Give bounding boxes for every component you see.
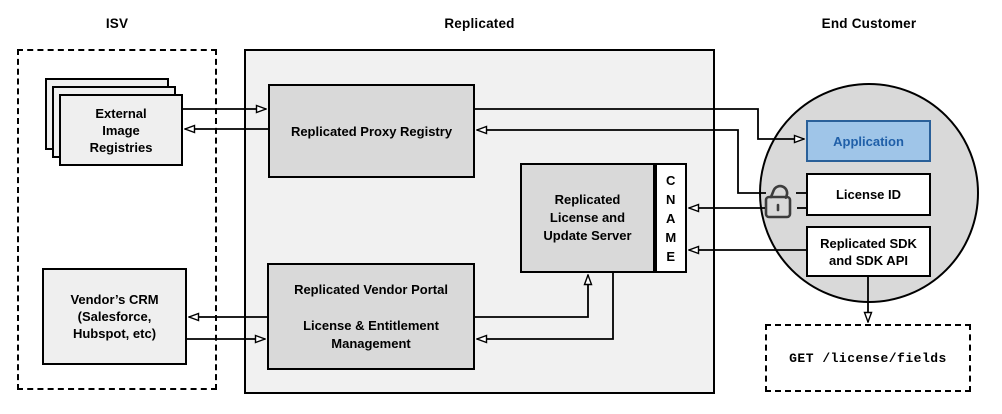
section-label-replicated: Replicated (444, 16, 515, 31)
replicated-license-update-server-node: Replicated License and Update Server (520, 163, 655, 273)
section-label-isv: ISV (105, 16, 129, 31)
replicated-vendor-portal-node: Replicated Vendor Portal License & Entit… (267, 263, 475, 370)
replicated-sdk-node: Replicated SDK and SDK API (806, 226, 931, 277)
get-license-fields-node: GET /license/fields (765, 324, 971, 392)
open-padlock-icon (760, 172, 796, 220)
isv-boundary (17, 49, 217, 390)
get-license-fields-label: GET /license/fields (789, 350, 947, 366)
replicated-proxy-registry-node: Replicated Proxy Registry (268, 84, 475, 178)
vendor-crm-node: Vendor’s CRM (Salesforce, Hubspot, etc) (42, 268, 187, 365)
license-id-node: License ID (806, 173, 931, 216)
application-node: Application (806, 120, 931, 162)
external-image-registries-node: External Image Registries (59, 94, 183, 166)
cname-node: C N A M E (655, 163, 687, 273)
section-label-end-customer: End Customer (821, 16, 917, 31)
open-padlock-icon-svg (764, 184, 792, 219)
